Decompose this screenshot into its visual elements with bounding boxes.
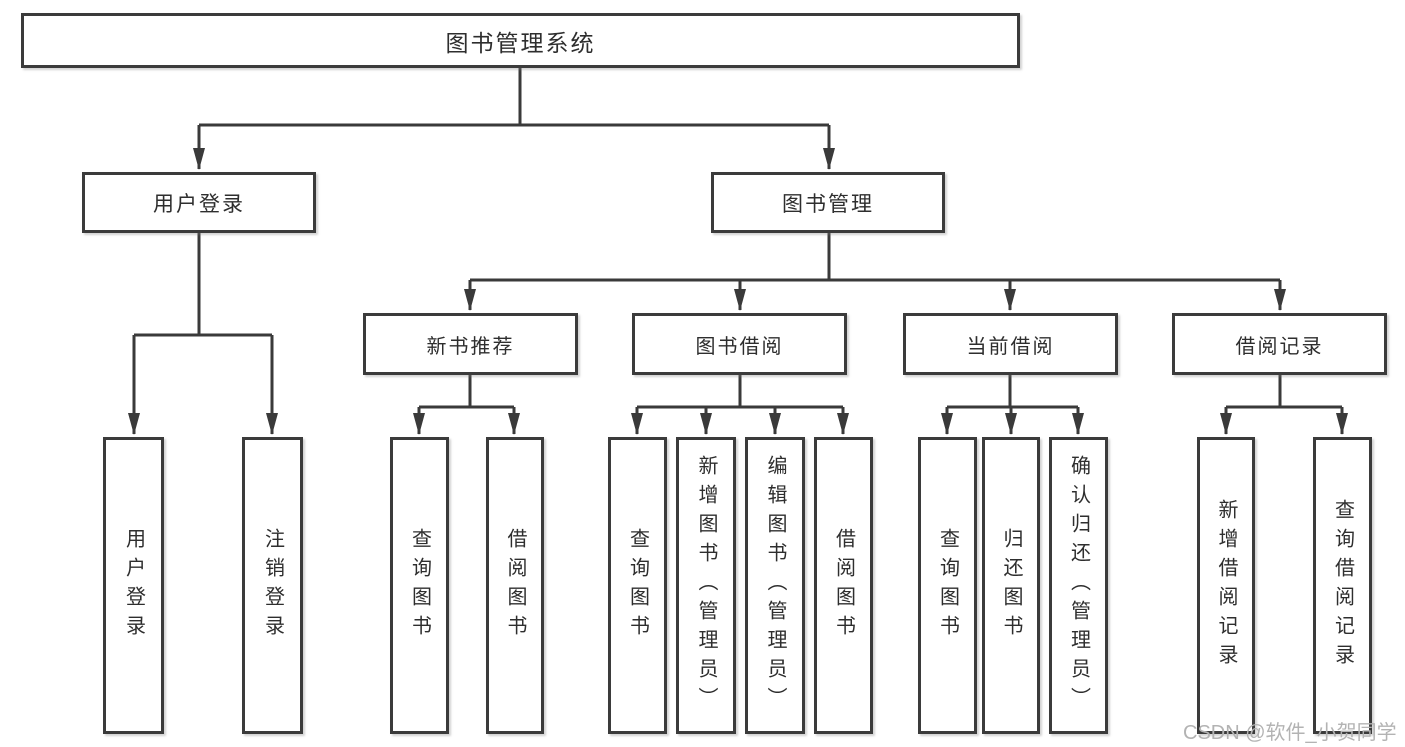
- leaf-user-login: 用户登录: [103, 437, 164, 734]
- node-label: 新书推荐: [426, 335, 515, 358]
- node-label: 查询借阅记录: [1331, 498, 1354, 673]
- node-label: 用户登录: [153, 192, 245, 216]
- leaf-edit-books-admin: 编辑图书（管理员）: [745, 437, 805, 734]
- node-label: 图书管理系统: [445, 29, 596, 56]
- leaf-query-borrow-record: 查询借阅记录: [1313, 437, 1372, 734]
- node-label: 归还图书: [1000, 527, 1022, 644]
- node-label: 查询图书: [408, 527, 431, 644]
- leaf-confirm-return-admin: 确认归还（管理员）: [1049, 437, 1108, 734]
- node-label: 借阅图书: [504, 527, 526, 644]
- node-label: 确认归还（管理员）: [1067, 455, 1090, 716]
- node-label: 图书借阅: [695, 335, 784, 358]
- leaf-add-borrow-record: 新增借阅记录: [1197, 437, 1255, 734]
- node-label: 新增图书（管理员）: [695, 455, 717, 716]
- node-label: 用户登录: [122, 527, 145, 644]
- leaf-add-books-admin: 新增图书（管理员）: [676, 437, 736, 734]
- node-user-login: 用户登录: [82, 172, 316, 233]
- node-label: 当前借阅: [966, 335, 1055, 358]
- leaf-return-books: 归还图书: [982, 437, 1040, 734]
- node-label: 查询图书: [626, 527, 649, 644]
- node-label: 借阅记录: [1235, 335, 1324, 358]
- node-label: 编辑图书（管理员）: [764, 455, 786, 716]
- leaf-borrow-books-recommend: 借阅图书: [486, 437, 544, 734]
- node-book-borrowing: 图书借阅: [632, 313, 847, 375]
- node-borrow-records: 借阅记录: [1172, 313, 1387, 375]
- node-label: 图书管理: [782, 192, 874, 216]
- leaf-logout: 注销登录: [242, 437, 303, 734]
- leaf-borrow-books-borrowing: 借阅图书: [814, 437, 873, 734]
- csdn-watermark: CSDN @软件_小贺同学: [1183, 722, 1397, 744]
- node-book-management-system: 图书管理系统: [21, 13, 1020, 68]
- node-label: 注销登录: [261, 527, 284, 644]
- node-label: 新增借阅记录: [1215, 498, 1237, 673]
- node-label: 查询图书: [936, 527, 959, 644]
- leaf-query-books-borrowing: 查询图书: [608, 437, 667, 734]
- leaf-query-books-recommend: 查询图书: [390, 437, 449, 734]
- node-new-book-recommend: 新书推荐: [363, 313, 578, 375]
- node-book-management: 图书管理: [711, 172, 945, 233]
- node-label: 借阅图书: [832, 527, 855, 644]
- leaf-query-books-current: 查询图书: [918, 437, 977, 734]
- node-current-borrowing: 当前借阅: [903, 313, 1118, 375]
